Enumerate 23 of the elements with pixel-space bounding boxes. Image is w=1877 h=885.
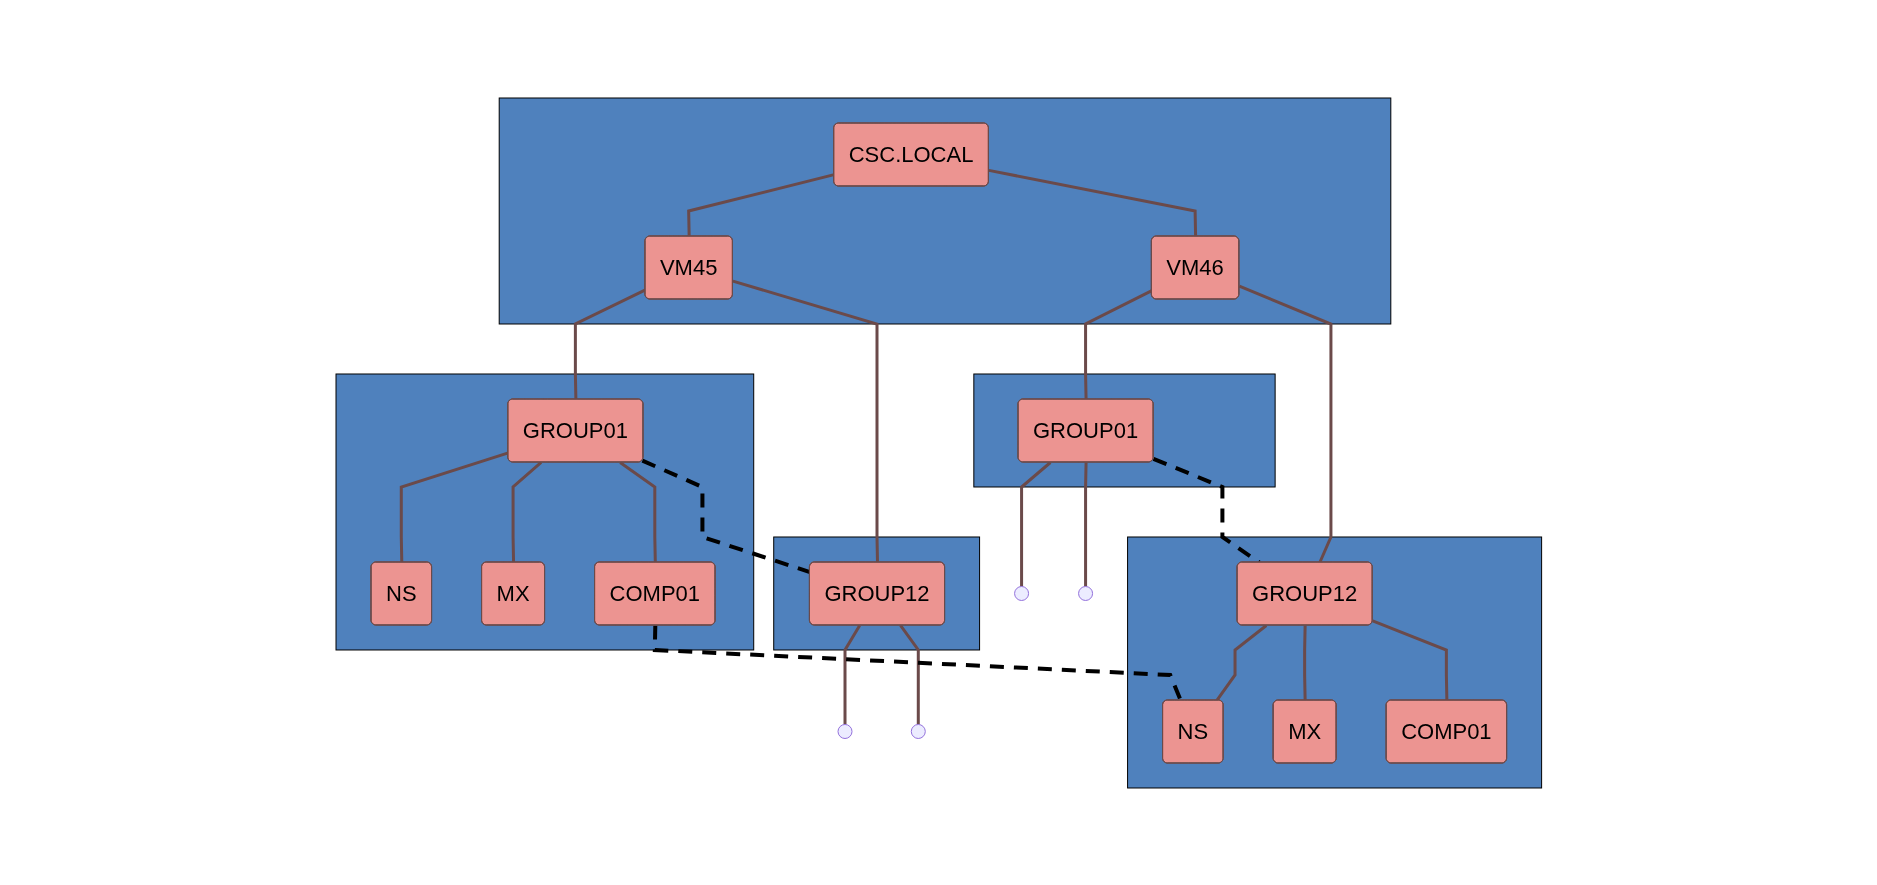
connector [1302, 624, 1307, 700]
connector [1371, 619, 1449, 701]
cluster [973, 373, 1276, 487]
connector [619, 460, 657, 563]
cluster [772, 536, 980, 650]
connector [1215, 623, 1267, 701]
connector [899, 624, 920, 724]
connector [511, 460, 542, 563]
connector [1083, 461, 1088, 586]
cluster [1126, 536, 1542, 788]
connector [652, 624, 1183, 701]
connector [686, 172, 835, 237]
connector [399, 451, 509, 563]
cluster [498, 97, 1391, 324]
connector [843, 624, 861, 724]
connector [641, 458, 811, 574]
connector [1019, 460, 1052, 586]
cluster [335, 373, 754, 650]
connector [573, 287, 646, 400]
connector [1083, 288, 1153, 399]
connector [732, 279, 879, 562]
connector [1238, 284, 1333, 563]
connector [988, 168, 1197, 237]
